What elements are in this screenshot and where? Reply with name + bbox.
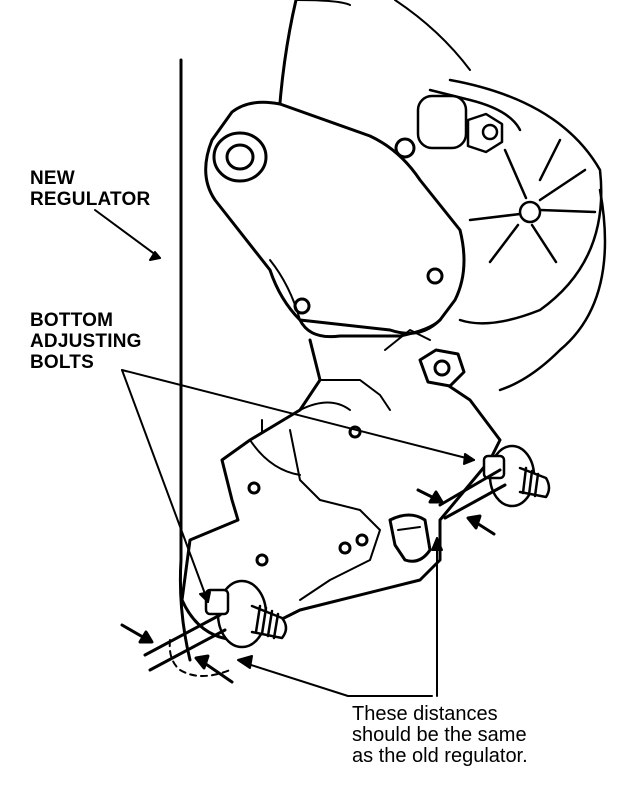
bracket <box>180 329 502 642</box>
bolt-upper-right <box>482 444 551 508</box>
note-line-1: These distances <box>352 703 498 725</box>
note-line-2: should be the same <box>352 724 527 746</box>
gear-drum <box>416 78 603 325</box>
note-line-3: as the old regulator. <box>352 745 528 767</box>
leader-lines <box>94 209 475 697</box>
new-regulator-line-1: NEW <box>30 168 75 189</box>
motor-housing <box>204 100 466 339</box>
distance-marks <box>120 468 507 684</box>
bolts-label-line-1: BOTTOM <box>30 310 114 331</box>
new-regulator-label: NEW REGULATOR <box>30 168 150 210</box>
distance-note: These distances should be the same as th… <box>352 704 528 767</box>
bolt-lower-left <box>204 579 288 649</box>
bottom-adjusting-bolts-label: BOTTOM ADJUSTING BOLTS <box>30 310 142 373</box>
bolts-label-line-3: BOLTS <box>30 352 94 373</box>
new-regulator-line-2: REGULATOR <box>30 189 151 210</box>
bolts-label-line-2: ADJUSTING <box>30 331 142 352</box>
